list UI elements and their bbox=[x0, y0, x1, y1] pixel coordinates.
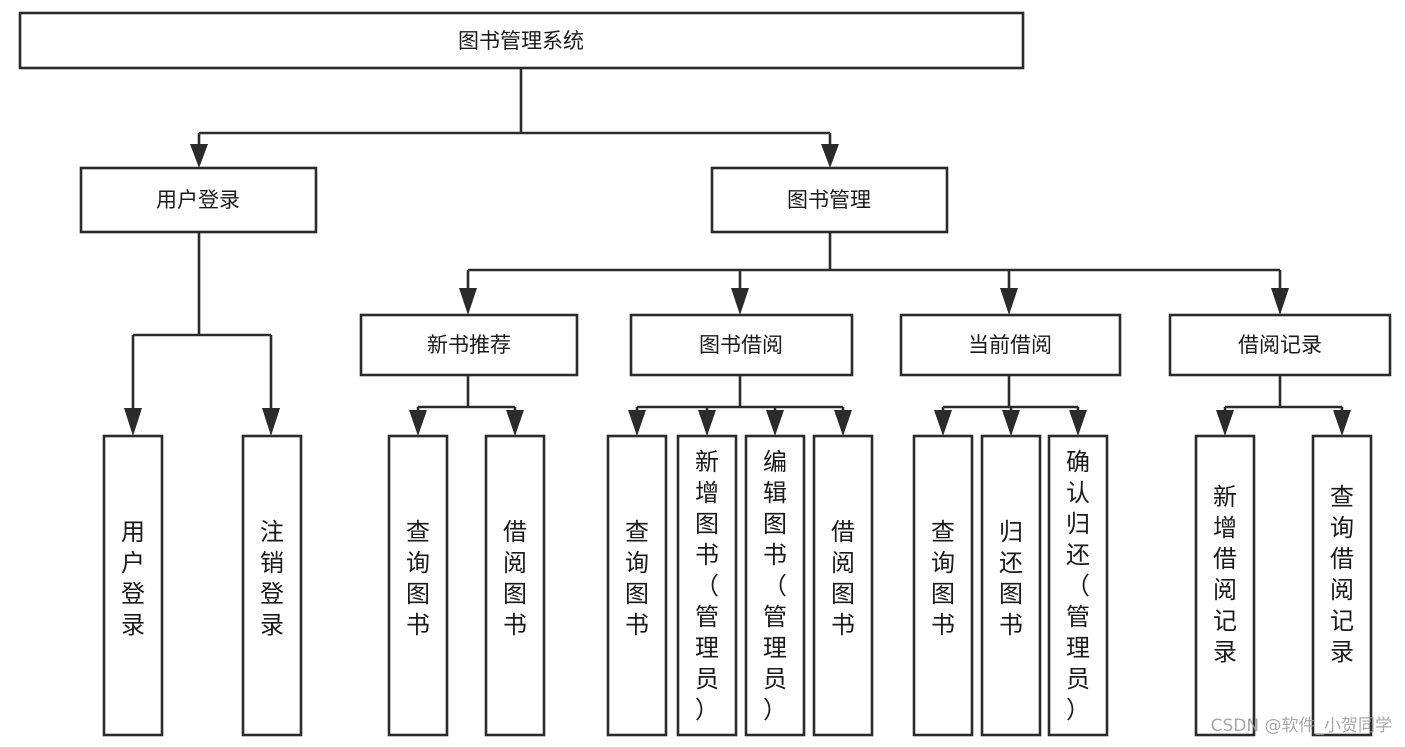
leaf-br-add-record-label: 新增借阅记录 bbox=[1213, 483, 1237, 666]
arrow-to-book-borrow bbox=[731, 288, 749, 315]
leaf-bb-add-book-box[interactable] bbox=[676, 434, 738, 737]
leaf-cb-confirm-return-label: 确认归还（管理员） bbox=[1066, 448, 1090, 724]
leaf-br-add-record-box[interactable] bbox=[1194, 434, 1256, 737]
leaf-bb-add-book[interactable]: 新增图书（管理员） bbox=[676, 434, 738, 737]
node-current-borrow[interactable]: 当前借阅 bbox=[899, 313, 1122, 377]
leaf-nbr-query-book[interactable]: 查询图书 bbox=[387, 434, 449, 737]
leaf-br-query-record-label: 查询借阅记录 bbox=[1330, 483, 1354, 666]
leaf-nbr-query-book-box[interactable] bbox=[387, 434, 449, 737]
arrow-br-leaf-2 bbox=[1333, 410, 1351, 436]
arrow-cb-leaf-2 bbox=[1002, 410, 1020, 436]
arrow-to-user-login bbox=[190, 144, 208, 168]
node-user-login[interactable]: 用户登录 bbox=[79, 166, 318, 234]
arrow-br-leaf-1 bbox=[1216, 410, 1234, 436]
leaf-bb-edit-book-box[interactable] bbox=[744, 434, 806, 737]
leaf-cb-query-book[interactable]: 查询图书 bbox=[912, 434, 974, 737]
leaf-cb-confirm-return-box[interactable] bbox=[1047, 434, 1109, 737]
arrow-bb-leaf-4 bbox=[834, 410, 852, 436]
node-book-borrow[interactable]: 图书借阅 bbox=[629, 313, 854, 377]
arrow-bb-leaf-1 bbox=[628, 410, 646, 436]
arrow-cb-leaf-3 bbox=[1069, 410, 1087, 436]
node-root[interactable]: 图书管理系统 bbox=[18, 11, 1025, 70]
leaf-nbr-query-book-label: 查询图书 bbox=[406, 518, 430, 639]
connector-book-borrow-bus bbox=[635, 375, 845, 414]
node-book-manage-label: 图书管理 bbox=[787, 188, 871, 212]
node-borrow-record-box[interactable] bbox=[1168, 313, 1392, 377]
leaf-user-login-box[interactable] bbox=[102, 434, 164, 737]
leaf-cb-return-book-label: 归还图书 bbox=[999, 518, 1023, 639]
leaf-bb-edit-book[interactable]: 编辑图书（管理员） bbox=[744, 434, 806, 737]
leaf-cb-return-book[interactable]: 归还图书 bbox=[980, 434, 1042, 737]
node-current-borrow-box[interactable] bbox=[899, 313, 1122, 377]
arrow-to-book-manage bbox=[821, 144, 839, 168]
arrow-to-leaf-logout bbox=[262, 408, 280, 436]
leaf-logout-label: 注销登录 bbox=[260, 518, 284, 639]
leaf-br-query-record-box[interactable] bbox=[1311, 434, 1373, 737]
node-book-borrow-label: 图书借阅 bbox=[699, 333, 783, 357]
arrow-to-borrow-record bbox=[1271, 288, 1289, 315]
node-new-book-recommend-label: 新书推荐 bbox=[427, 333, 511, 357]
leaf-br-add-record[interactable]: 新增借阅记录 bbox=[1194, 434, 1256, 737]
node-book-manage-box[interactable] bbox=[710, 166, 949, 234]
leaf-nbr-borrow-book[interactable]: 借阅图书 bbox=[484, 434, 546, 737]
leaf-logout-box[interactable] bbox=[241, 434, 303, 737]
arrow-to-new-book-recommend bbox=[459, 288, 477, 315]
leaf-cb-return-book-box[interactable] bbox=[980, 434, 1042, 737]
leaf-bb-borrow-book-label: 借阅图书 bbox=[831, 518, 855, 639]
leaf-cb-query-book-box[interactable] bbox=[912, 434, 974, 737]
leaf-logout[interactable]: 注销登录 bbox=[241, 434, 303, 737]
connector-borrow-record-bus bbox=[1223, 375, 1344, 414]
node-user-login-box[interactable] bbox=[79, 166, 318, 234]
leaf-user-login[interactable]: 用户登录 bbox=[102, 434, 164, 737]
connector-current-borrow-bus bbox=[941, 375, 1080, 414]
arrow-nbr-leaf-2 bbox=[506, 410, 524, 436]
leaf-br-query-record[interactable]: 查询借阅记录 bbox=[1311, 434, 1373, 737]
watermark-label: CSDN @软件_小贺同学 bbox=[1211, 716, 1392, 736]
leaf-bb-borrow-book-box[interactable] bbox=[812, 434, 874, 737]
arrow-cb-leaf-1 bbox=[934, 410, 952, 436]
leaf-bb-query-book-label: 查询图书 bbox=[625, 518, 649, 639]
connector-book-manage-bus bbox=[466, 232, 1282, 290]
node-book-manage[interactable]: 图书管理 bbox=[710, 166, 949, 234]
connector-root-bus bbox=[197, 68, 832, 150]
arrow-to-current-borrow bbox=[1000, 288, 1018, 315]
leaf-bb-query-book[interactable]: 查询图书 bbox=[606, 434, 668, 737]
leaf-cb-query-book-label: 查询图书 bbox=[931, 518, 955, 639]
leaf-bb-edit-book-label: 编辑图书（管理员） bbox=[763, 448, 787, 724]
arrow-bb-leaf-2 bbox=[698, 410, 716, 436]
connector-user-login-bus bbox=[131, 232, 273, 412]
arrow-to-leaf-user-login bbox=[124, 408, 142, 436]
connector-new-book-recommend-bus bbox=[416, 375, 517, 414]
node-book-borrow-box[interactable] bbox=[629, 313, 854, 377]
leaf-nbr-borrow-book-label: 借阅图书 bbox=[503, 518, 527, 639]
node-root-box[interactable] bbox=[18, 11, 1025, 70]
node-new-book-recommend[interactable]: 新书推荐 bbox=[359, 313, 579, 377]
connector-layer bbox=[124, 68, 1351, 436]
leaf-bb-borrow-book[interactable]: 借阅图书 bbox=[812, 434, 874, 737]
leaf-bb-add-book-label: 新增图书（管理员） bbox=[695, 448, 719, 724]
node-borrow-record-label: 借阅记录 bbox=[1238, 333, 1322, 357]
leaf-user-login-label: 用户登录 bbox=[121, 518, 145, 639]
leaf-nbr-borrow-book-box[interactable] bbox=[484, 434, 546, 737]
node-user-login-label: 用户登录 bbox=[156, 188, 240, 212]
leaf-cb-confirm-return[interactable]: 确认归还（管理员） bbox=[1047, 434, 1109, 737]
arrow-bb-leaf-3 bbox=[766, 410, 784, 436]
node-current-borrow-label: 当前借阅 bbox=[968, 333, 1052, 357]
node-root-label: 图书管理系统 bbox=[458, 29, 584, 53]
arrow-nbr-leaf-1 bbox=[409, 410, 427, 436]
leaf-bb-query-book-box[interactable] bbox=[606, 434, 668, 737]
node-borrow-record[interactable]: 借阅记录 bbox=[1168, 313, 1392, 377]
node-new-book-recommend-box[interactable] bbox=[359, 313, 579, 377]
